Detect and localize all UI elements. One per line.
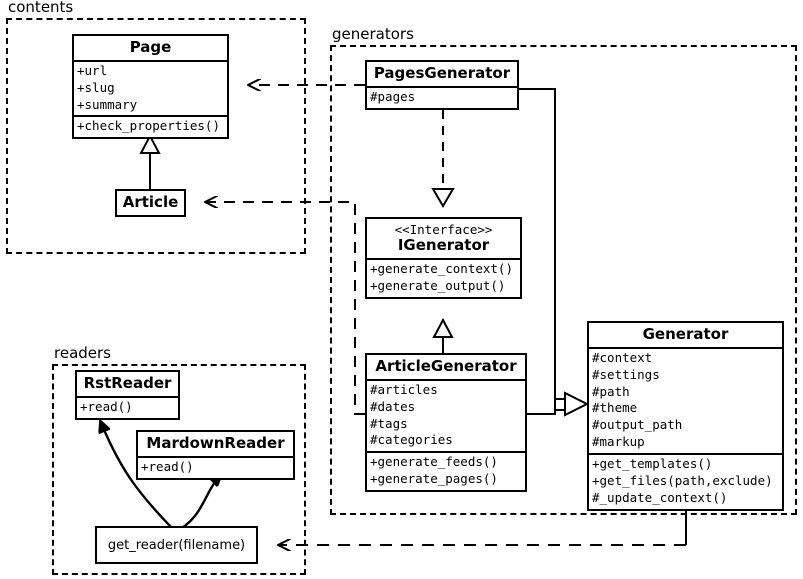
operation: +get_templates() (592, 456, 713, 472)
operation: +read() (80, 398, 133, 414)
class-igenerator-operations: +generate_context() +generate_output() (367, 257, 520, 297)
class-mardownreader-title: MardownReader (146, 434, 285, 452)
class-igenerator-title: <<Interface>> IGenerator (367, 219, 520, 258)
attribute: #articles (370, 381, 438, 397)
class-generator-attributes: #context #settings #path #theme #output_… (589, 346, 782, 453)
operation: +generate_feeds() (370, 454, 498, 470)
operation: +generate_context() (370, 260, 513, 276)
operation: +get_files(path,exclude) (592, 472, 773, 488)
attribute: #categories (370, 432, 453, 448)
attribute: #settings (592, 366, 660, 382)
package-contents-label: contents (6, 0, 76, 16)
package-readers (52, 364, 306, 575)
class-articlegenerator-title: ArticleGenerator (375, 357, 517, 375)
attribute: #dates (370, 398, 416, 414)
class-articlegenerator-attributes: #articles #dates #tags #categories (367, 378, 525, 452)
function-get-reader-label: get_reader(filename) (107, 537, 246, 553)
class-generator[interactable]: Generator #context #settings #path #them… (587, 321, 784, 511)
package-generators-label: generators (330, 25, 416, 43)
class-pagesgenerator-attributes: #pages (367, 85, 517, 108)
class-page-title: Page (129, 38, 172, 56)
class-page[interactable]: Page +url +slug +summary +check_properti… (72, 34, 229, 140)
class-pagesgenerator-title: PagesGenerator (373, 64, 511, 82)
attribute: #theme (592, 400, 638, 416)
operation: +check_properties() (77, 118, 220, 134)
attribute: #path (592, 383, 630, 399)
class-mardownreader[interactable]: MardownReader +read() (136, 430, 295, 480)
class-articlegenerator-operations: +generate_feeds() +generate_pages() (367, 451, 525, 490)
class-page-operations: +check_properties() (74, 115, 227, 137)
class-generator-title: Generator (642, 325, 729, 343)
class-igenerator-stereotype: <<Interface>> (394, 222, 493, 237)
package-generators (330, 45, 797, 515)
class-igenerator-name: IGenerator (397, 236, 490, 254)
package-readers-label: readers (52, 344, 113, 362)
attribute: #pages (370, 88, 416, 104)
package-contents (6, 18, 306, 254)
attribute: +summary (77, 96, 138, 112)
class-rstreader[interactable]: RstReader +read() (75, 370, 180, 420)
class-article[interactable]: Article (115, 189, 186, 217)
attribute: +slug (77, 79, 115, 95)
attribute: #tags (370, 415, 408, 431)
class-generator-operations: +get_templates() +get_files(path,exclude… (589, 453, 782, 509)
operation: +generate_pages() (370, 471, 498, 487)
class-articlegenerator[interactable]: ArticleGenerator #articles #dates #tags … (365, 353, 527, 493)
attribute: #context (592, 349, 653, 365)
class-page-attributes: +url +slug +summary (74, 59, 227, 116)
attribute: #markup (592, 434, 645, 450)
class-pagesgenerator[interactable]: PagesGenerator #pages (365, 60, 519, 110)
class-article-title: Article (122, 193, 179, 211)
operation: #_update_context() (592, 489, 728, 505)
class-igenerator[interactable]: <<Interface>> IGenerator +generate_conte… (365, 217, 522, 299)
function-get-reader[interactable]: get_reader(filename) (95, 526, 258, 564)
attribute: +url (77, 62, 108, 78)
class-mardownreader-operations: +read() (138, 455, 293, 478)
operation: +read() (141, 458, 194, 474)
operation: +generate_output() (370, 277, 506, 293)
class-rstreader-title: RstReader (83, 374, 172, 392)
class-rstreader-operations: +read() (77, 395, 178, 418)
attribute: #output_path (592, 417, 683, 433)
